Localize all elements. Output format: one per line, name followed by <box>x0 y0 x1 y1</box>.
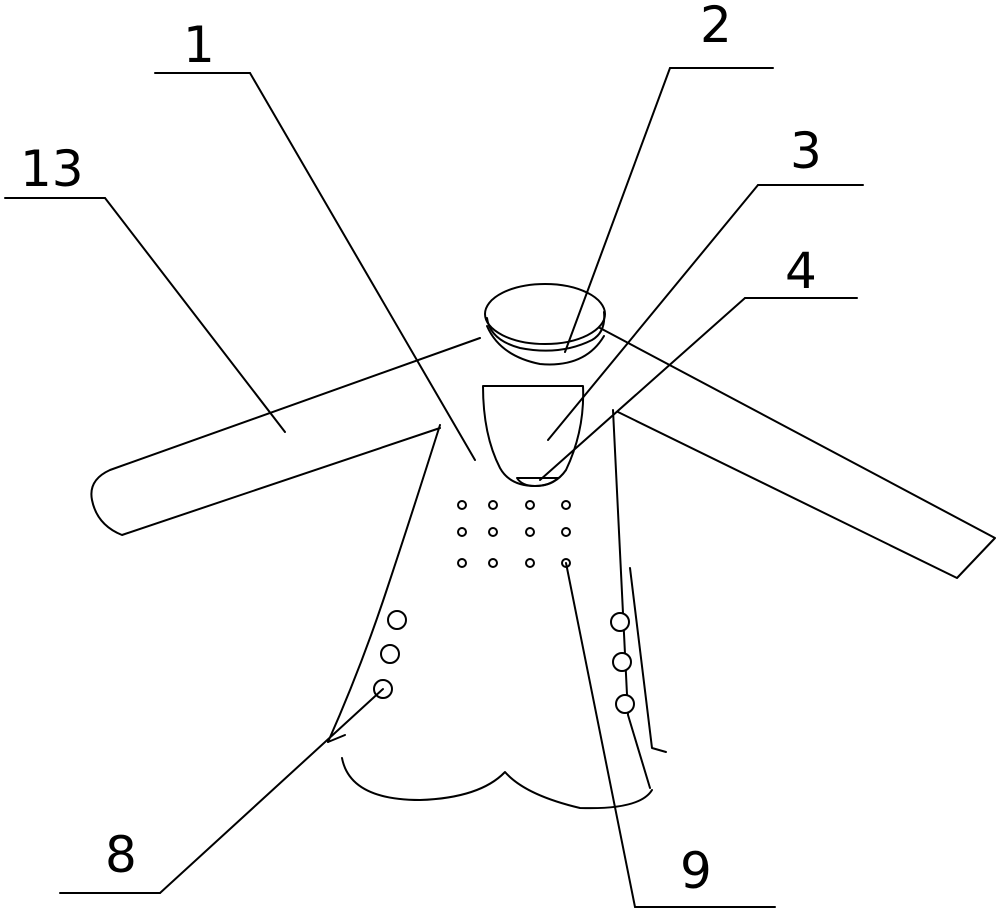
ventilation-holes <box>458 501 570 567</box>
reference-numerals: 1 2 3 4 13 8 9 <box>20 0 822 900</box>
label-4: 4 <box>785 242 817 300</box>
chest-pocket <box>483 386 583 486</box>
label-1: 1 <box>183 16 215 74</box>
garment-body <box>328 410 666 808</box>
collar <box>485 284 605 364</box>
right-buttons <box>611 613 634 713</box>
label-9: 9 <box>680 842 712 900</box>
label-2: 2 <box>700 0 732 54</box>
leader-lines <box>5 68 863 907</box>
left-buttons <box>374 611 406 698</box>
label-3: 3 <box>790 122 822 180</box>
right-sleeve <box>600 328 995 578</box>
label-13: 13 <box>20 140 84 198</box>
label-8: 8 <box>105 826 137 884</box>
